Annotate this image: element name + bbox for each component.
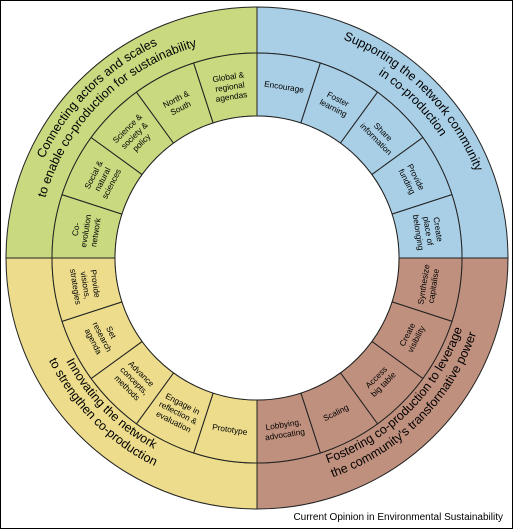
green-segment-label: Social &naturalsciences <box>82 158 123 200</box>
green-segment-label: Co-evolutionnetwork <box>68 212 103 250</box>
yellow-segment-label: Setresearchagenda <box>82 316 124 359</box>
figure-credit: Current Opinion in Environmental Sustain… <box>293 512 503 523</box>
green-segment-label: Global &regionalagendas <box>212 69 249 104</box>
blue-segment-label: Createplace ofbelonging <box>411 211 446 252</box>
brown-segment-label: Synthesizecapitalise <box>415 263 441 307</box>
green-segment-label: Science &society &policy <box>111 111 159 159</box>
inner-circle <box>114 115 400 401</box>
